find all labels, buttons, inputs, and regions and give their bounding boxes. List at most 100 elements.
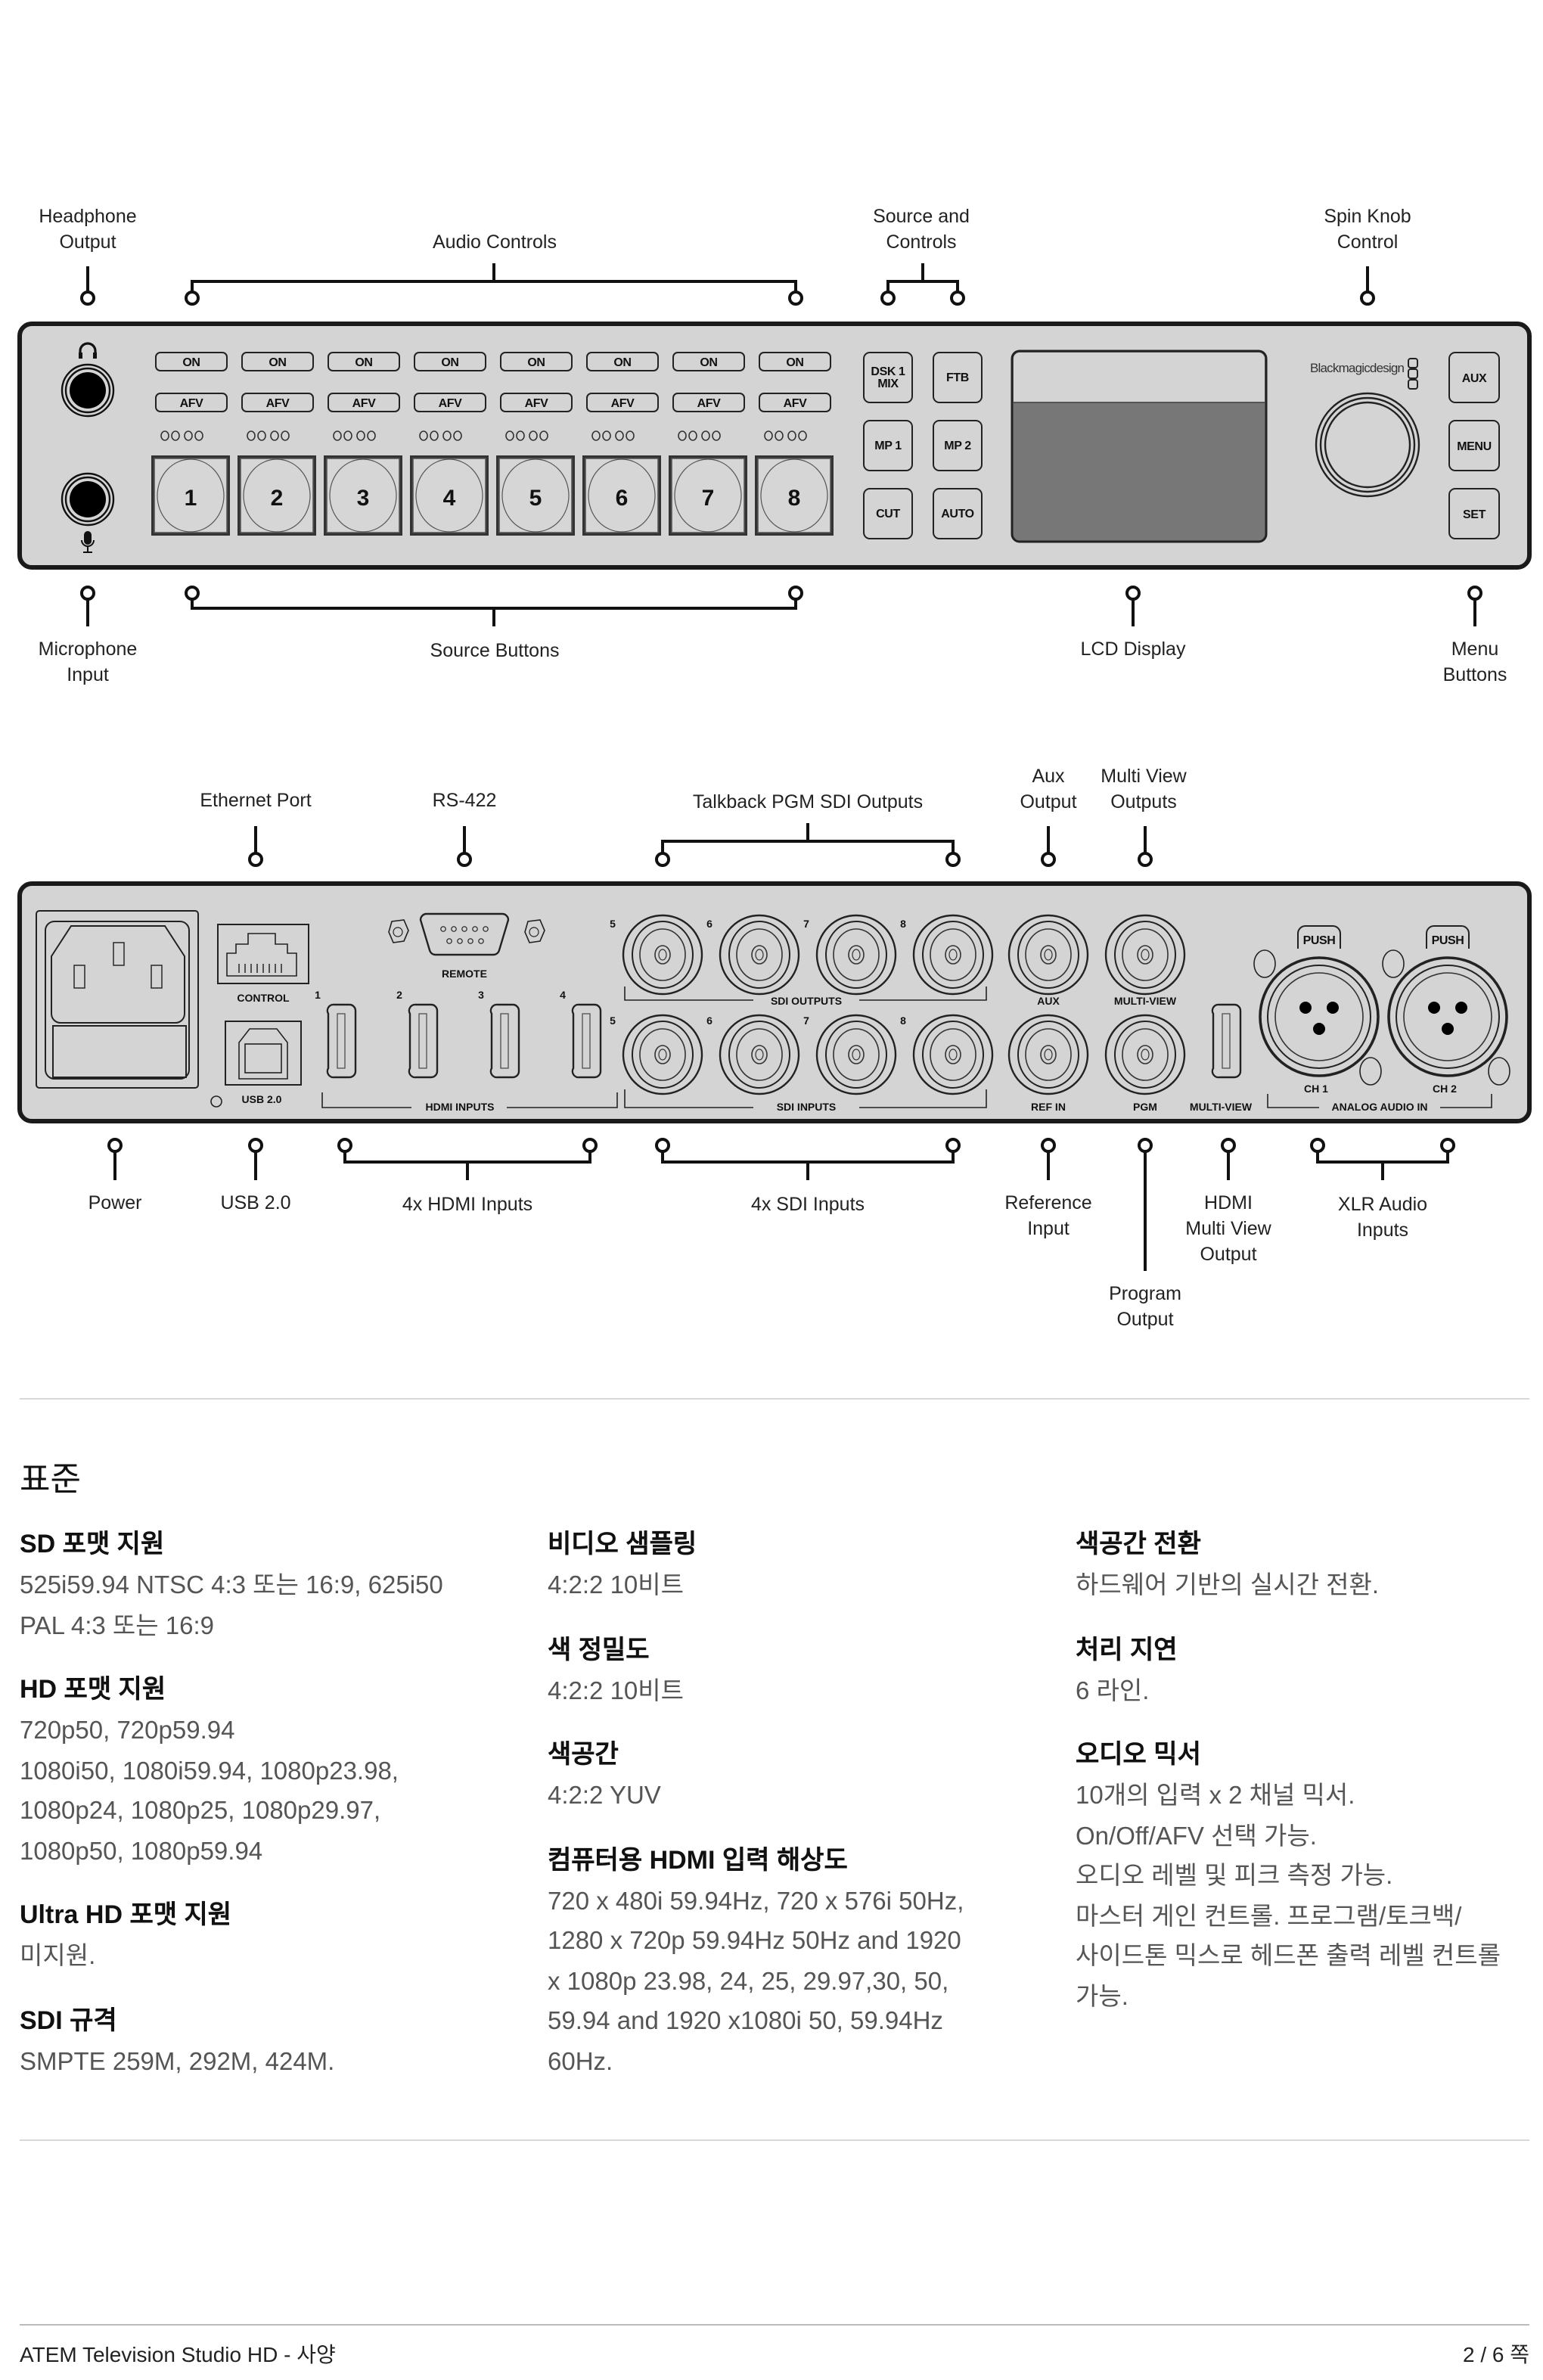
callout-bracket [661,823,955,853]
audio-level-led [367,430,376,441]
spec-value: 60Hz. [548,2048,613,2075]
control-button-label: MIX [877,378,899,390]
screw-post [529,927,539,937]
sdi-inputs-label: SDI INPUTS [777,1101,837,1113]
spin-knob[interactable] [1319,396,1416,493]
audio-on-button[interactable] [414,352,486,371]
spec-section-title: HD 포맷 지원 [20,1675,166,1704]
callout-pin [185,291,200,306]
audio-afv-button[interactable] [759,393,831,412]
callout-reference-input: Input [1027,1218,1070,1239]
sdi-input-port[interactable] [622,1014,703,1095]
menu-button-aux[interactable] [1448,352,1500,403]
spec-value: 가능. [1076,1983,1129,2010]
xlr-audio-input-ch1[interactable] [1259,956,1380,1077]
status-led [210,1095,222,1108]
sdi-output-port[interactable] [622,914,703,996]
audio-afv-button[interactable] [500,393,573,412]
xlr-push-tab[interactable] [1426,925,1470,949]
sdi-input-port[interactable] [815,1014,897,1095]
spec-value: 4:2:2 10비트 [548,1677,684,1704]
rs422-remote-port[interactable] [419,912,510,956]
control-button-auto[interactable] [933,488,983,539]
spin-knob[interactable] [1324,401,1411,489]
audio-afv-button[interactable] [155,393,228,412]
audio-afv-button[interactable] [241,393,314,412]
audio-on-button[interactable] [328,352,400,371]
sdi-output-port[interactable] [912,914,994,996]
audio-afv-button[interactable] [414,393,486,412]
hdmi-input-port[interactable] [408,1003,439,1079]
program-output-port[interactable] [1104,1014,1186,1095]
spec-value: SMPTE 259M, 292M, 424M. [20,2048,335,2075]
reference-input-port[interactable] [1007,1014,1089,1095]
audio-on-button[interactable] [241,352,314,371]
audio-on-button[interactable] [672,352,745,371]
xlr-push-tab[interactable] [1297,925,1341,949]
sdi-output-port [848,945,865,965]
menu-button-menu[interactable] [1448,420,1500,471]
xlr-audio-input-ch2[interactable] [1387,956,1508,1077]
callout-pin [1310,1138,1325,1153]
audio-level-led [529,430,538,441]
control-button-mp2[interactable] [933,420,983,471]
audio-level-led [333,430,342,441]
microphone-icon [81,539,95,553]
spec-value: 1080p50, 1080p59.94 [20,1838,263,1865]
control-button-label: AUTO [941,508,973,520]
audio-on-button[interactable] [500,352,573,371]
aux-output-port[interactable] [1007,914,1089,996]
hdmi-input-port [500,1013,509,1069]
audio-on-label: ON [269,356,286,369]
control-button-cut[interactable] [863,488,913,539]
callout-hdmi-multiview-output: Multi View [1185,1218,1271,1239]
callout-xlr-audio-inputs: XLR Audio [1338,1194,1427,1215]
hdmi-input-number: 3 [478,989,484,1001]
ethernet-port[interactable] [217,924,309,984]
callout-bracket [343,1151,591,1180]
hdmi-multiview-output-port[interactable] [1211,1003,1242,1079]
spec-section-title: SD 포맷 지원 [20,1530,165,1558]
audio-on-button[interactable] [759,352,831,371]
brand-logo-icon [1408,368,1418,379]
callout-audio-controls: Audio Controls [433,231,557,253]
xlr-push-label: PUSH [1432,934,1464,947]
sdi-input-port [751,1045,768,1064]
audio-afv-button[interactable] [672,393,745,412]
section-divider [20,1398,1529,1400]
program-output-port [1137,1045,1153,1064]
hdmi-input-port[interactable] [326,1003,357,1079]
control-button-dsk1-mix[interactable] [863,352,913,403]
hdmi-input-port[interactable] [571,1003,602,1079]
audio-on-button[interactable] [155,352,228,371]
sdi-output-port [833,928,880,981]
usb-port[interactable] [225,1021,302,1086]
spec-value: 720 x 480i 59.94Hz, 720 x 576i 50Hz, [548,1888,964,1915]
control-button-ftb[interactable] [933,352,983,403]
sdi-output-port[interactable] [815,914,897,996]
callout-multiview-outputs: Outputs [1110,791,1177,812]
audio-level-led [505,430,514,441]
callout-pin [582,1138,598,1153]
audio-on-button[interactable] [586,352,659,371]
callout-pin [655,852,670,867]
sdi-input-port[interactable] [719,1014,800,1095]
callout-pin [880,291,896,306]
audio-level-led [194,430,203,441]
multiview-sdi-output-port[interactable] [1104,914,1186,996]
audio-afv-button[interactable] [586,393,659,412]
sdi-input-port[interactable] [912,1014,994,1095]
control-button-mp1[interactable] [863,420,913,471]
sdi-output-port[interactable] [719,914,800,996]
callout-bracket [191,263,797,292]
ethernet-port [226,933,297,977]
audio-level-led [678,430,687,441]
audio-afv-button[interactable] [328,393,400,412]
menu-button-set[interactable] [1448,488,1500,539]
multiview-sdi-output-port [1114,921,1176,989]
hdmi-input-port[interactable] [489,1003,520,1079]
spin-knob[interactable] [1315,392,1420,498]
